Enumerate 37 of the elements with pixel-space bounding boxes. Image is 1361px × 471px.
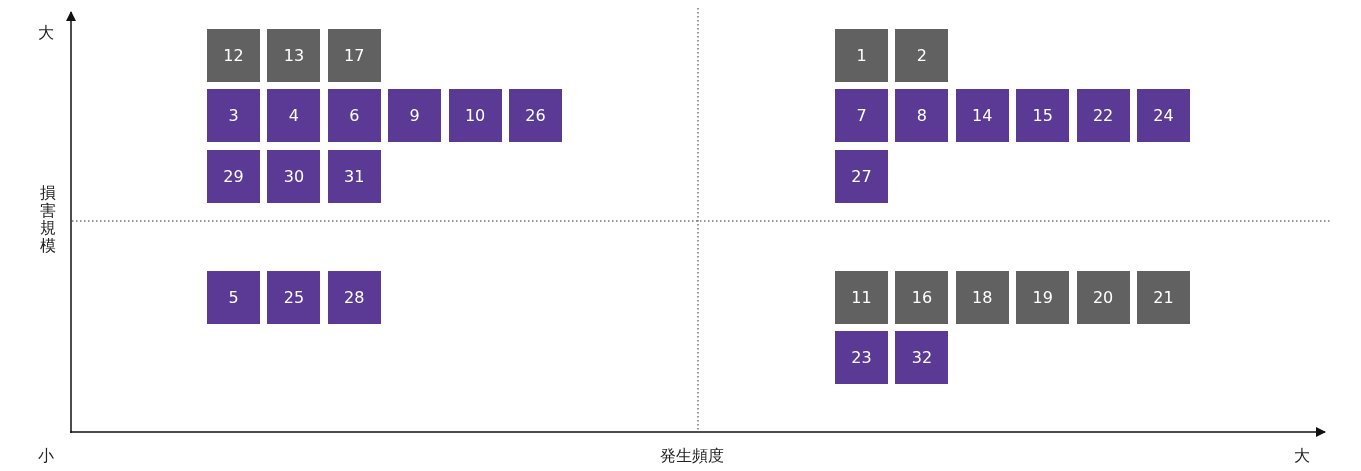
number-box: 9 xyxy=(388,89,442,142)
number-box: 15 xyxy=(1016,89,1070,142)
number-box: 16 xyxy=(895,271,949,324)
number-box: 21 xyxy=(1137,271,1190,324)
number-box: 3 xyxy=(207,89,260,142)
axis-min-label: 小 xyxy=(38,447,54,465)
number-box: 7 xyxy=(835,89,888,142)
number-box: 22 xyxy=(1076,89,1130,142)
number-box: 12 xyxy=(207,29,260,82)
number-box: 29 xyxy=(207,150,260,203)
axis-max-label: 大 xyxy=(1294,447,1310,465)
number-box: 10 xyxy=(448,89,502,142)
number-box: 6 xyxy=(327,89,381,142)
axis-title: 発生頻度 xyxy=(660,447,724,465)
number-box: 24 xyxy=(1137,89,1190,142)
number-box: 32 xyxy=(895,331,949,384)
number-box: 8 xyxy=(895,89,949,142)
number-box: 18 xyxy=(955,271,1009,324)
number-box: 2 xyxy=(895,29,949,82)
number-box: 23 xyxy=(835,331,888,384)
number-box: 14 xyxy=(955,89,1009,142)
number-box: 1 xyxy=(835,29,888,82)
number-box: 17 xyxy=(327,29,381,82)
number-box: 20 xyxy=(1076,271,1130,324)
number-box: 11 xyxy=(835,271,888,324)
number-box: 27 xyxy=(835,150,888,203)
number-box: 19 xyxy=(1016,271,1070,324)
number-box: 28 xyxy=(327,271,381,324)
number-box: 31 xyxy=(327,150,381,203)
axis-max-label: 大 xyxy=(38,24,54,42)
number-box: 4 xyxy=(267,89,321,142)
number-box: 13 xyxy=(267,29,321,82)
number-box: 25 xyxy=(267,271,321,324)
axis-title: 損害規模 xyxy=(40,184,56,255)
number-box: 5 xyxy=(207,271,260,324)
number-box: 30 xyxy=(267,150,321,203)
number-box: 26 xyxy=(509,89,562,142)
